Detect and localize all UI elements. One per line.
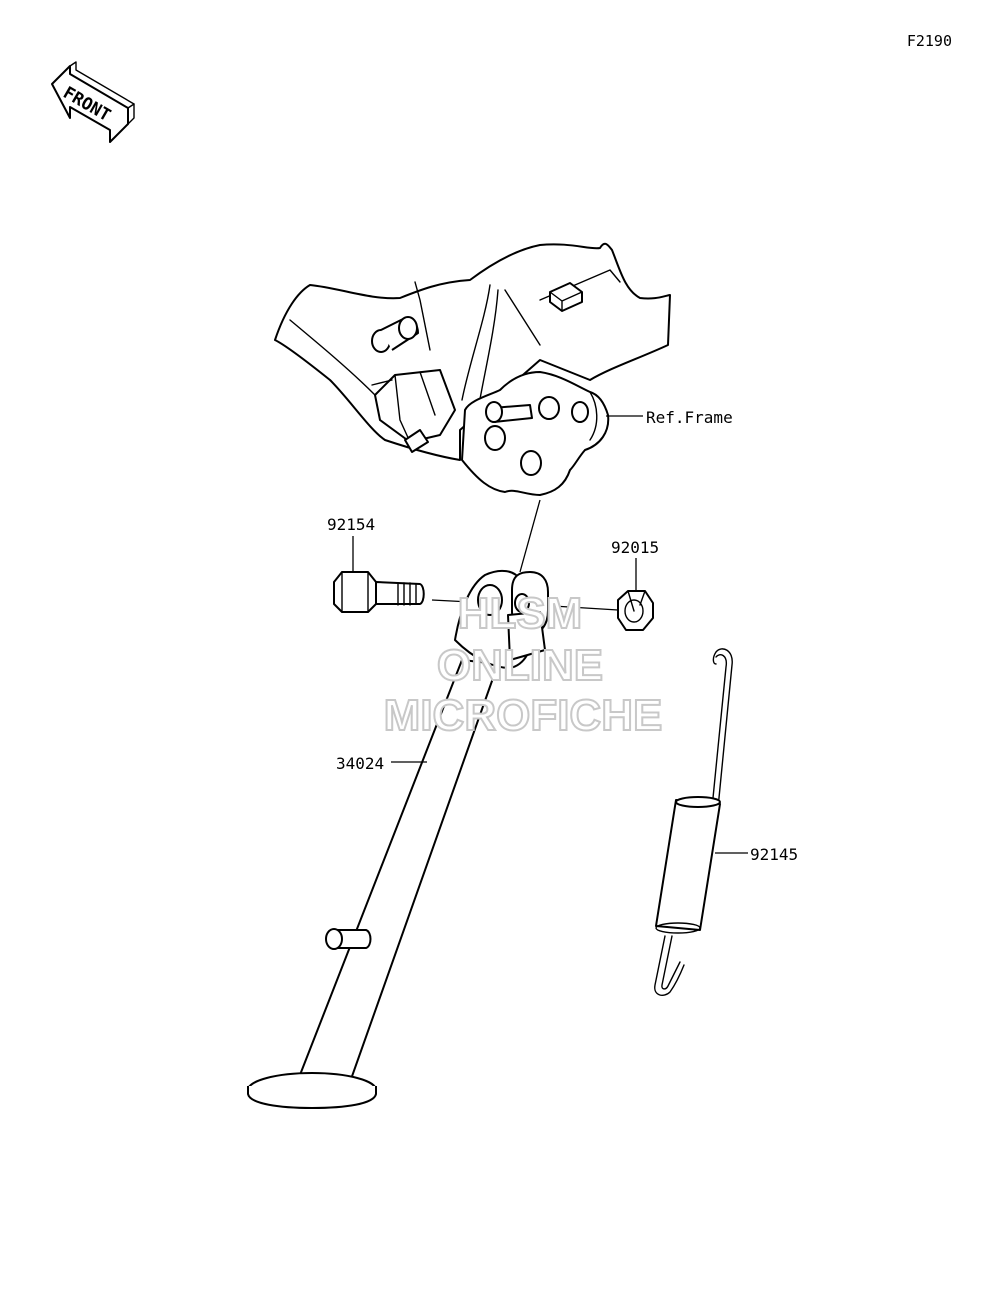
nut-92015 <box>617 590 654 631</box>
bolt-92154 <box>333 571 425 613</box>
watermark-line-1: HLSM <box>458 589 583 638</box>
watermark-line-3: MICROFICHE <box>384 691 663 740</box>
part-number-92145: 92145 <box>750 845 798 864</box>
watermark-line-2: ONLINE <box>437 641 603 690</box>
part-number-34024: 34024 <box>336 754 384 773</box>
part-number-92154: 92154 <box>327 515 375 534</box>
figure-code: F2190 <box>907 32 952 50</box>
frame-reference <box>274 242 671 496</box>
spring-92145 <box>654 648 733 997</box>
front-arrow-icon: FRONT <box>51 61 135 143</box>
side-stand-34024 <box>247 569 549 1109</box>
bracket-to-stand-leader <box>519 499 541 573</box>
watermark: HLSM ONLINE MICROFICHE <box>383 588 664 741</box>
ref-frame-label: Ref.Frame <box>646 408 733 427</box>
nut-axis-line <box>552 605 619 611</box>
part-number-92015: 92015 <box>611 538 659 557</box>
